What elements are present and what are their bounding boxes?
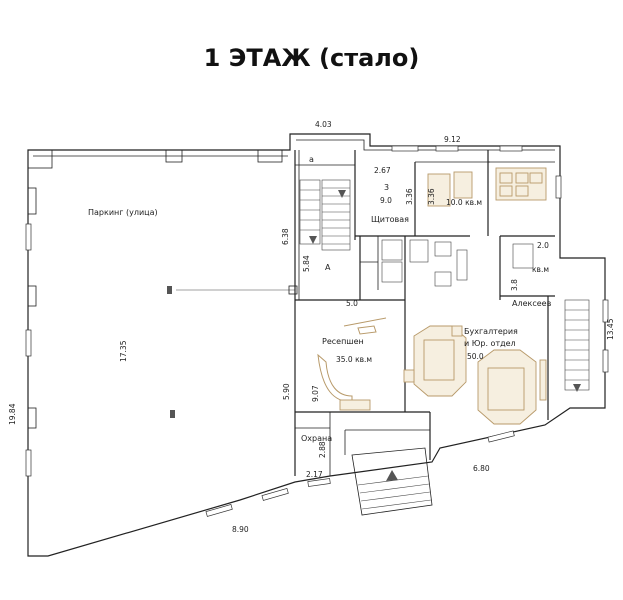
dim-9-07: 9.07 <box>311 385 320 402</box>
stairs-right <box>564 299 590 392</box>
outer-walls <box>27 133 606 557</box>
dim-5-90: 5.90 <box>282 383 291 400</box>
dim-6-80: 6.80 <box>473 464 490 473</box>
reception-label: Ресепшен <box>322 337 364 346</box>
shchitovaya-label: Щитовая <box>371 215 409 224</box>
reception-furniture <box>317 317 387 411</box>
parking-label: Паркинг (улица) <box>88 208 158 217</box>
room-2-unit: кв.м <box>532 265 549 274</box>
okhrana-label: Охрана <box>301 434 332 443</box>
dim-8-90: 8.90 <box>232 525 249 534</box>
dim-17-35: 17.35 <box>119 340 128 362</box>
stairs-upper <box>299 179 351 251</box>
room-10-area: 10.0 кв.м <box>446 198 482 207</box>
accounting-label: Бухгалтерия <box>464 327 518 336</box>
dim-9-12: 9.12 <box>444 135 461 144</box>
room-a-small-label: а <box>309 155 314 164</box>
stairs-entrance <box>351 447 433 516</box>
dim-19-84: 19.84 <box>8 403 17 425</box>
room3-number: 3 <box>384 183 389 192</box>
room-2-area: 2.0 <box>537 241 549 250</box>
page-title: 1 ЭТАЖ (стало) <box>203 44 420 72</box>
room3-value: 9.0 <box>380 196 392 205</box>
legal-label: и Юр. отдел <box>464 339 516 348</box>
dim-2-17: 2.17 <box>306 470 323 479</box>
dim-5-0: 5.0 <box>346 299 358 308</box>
dim-4-03: 4.03 <box>315 120 332 129</box>
room-a-big-label: А <box>325 263 331 272</box>
parking-lines <box>176 285 298 295</box>
dim-3-36: 3.36 <box>405 188 414 205</box>
room3-dim-label: 2.67 <box>374 166 391 175</box>
dim-3-8: 3.8 <box>510 279 519 291</box>
alekseev-label: Алексеев <box>512 299 552 308</box>
columns <box>27 149 283 429</box>
dim-13-45: 13.45 <box>606 318 615 340</box>
dim-3-36b: 3.36 <box>427 188 436 205</box>
office-furniture-top <box>427 167 547 207</box>
dim-5-84: 5.84 <box>302 255 311 272</box>
legal-area: 50.0 <box>467 352 484 361</box>
reception-area: 35.0 кв.м <box>336 355 372 364</box>
interior-walls <box>294 150 555 476</box>
windows <box>25 145 609 517</box>
bathroom-fixtures <box>381 182 534 287</box>
office-furniture-accounting <box>403 325 547 425</box>
dim-2-88: 2.88 <box>318 441 327 458</box>
dim-6-38: 6.38 <box>281 228 290 245</box>
